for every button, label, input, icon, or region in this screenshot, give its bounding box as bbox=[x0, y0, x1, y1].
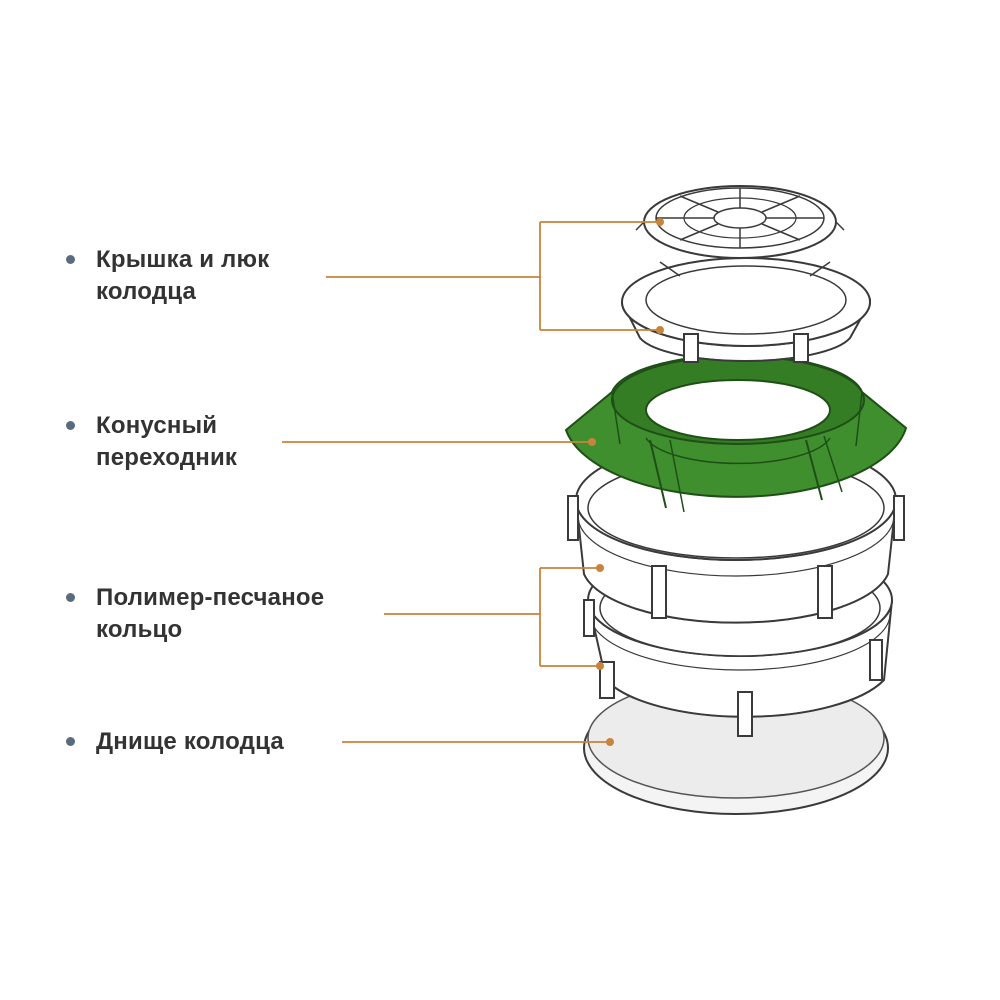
label-lid-line-1: Крышка и люк bbox=[96, 246, 270, 273]
leader-lid bbox=[326, 221, 660, 331]
label-lid-line-2: колодца bbox=[96, 278, 197, 305]
leader-dot bbox=[656, 326, 664, 334]
label-cone-line-2: переходник bbox=[96, 444, 238, 471]
label-cone: Конусный переходник bbox=[96, 410, 237, 474]
leader-dot bbox=[596, 662, 604, 670]
leader-dot bbox=[596, 564, 604, 572]
label-bottom: Днище колодца bbox=[96, 726, 284, 758]
leader-lines bbox=[282, 221, 660, 743]
bullet-ring bbox=[66, 593, 75, 602]
leader-dots bbox=[588, 218, 664, 746]
label-ring-line-1: Полимер-песчаное bbox=[96, 584, 325, 611]
label-lid: Крышка и люк колодца bbox=[96, 244, 269, 308]
bullet-bottom bbox=[66, 737, 75, 746]
label-bottom-line-1: Днище колодца bbox=[96, 728, 284, 755]
cone-adapter bbox=[564, 354, 908, 513]
leader-ring bbox=[384, 567, 600, 667]
bullet-cone bbox=[66, 421, 75, 430]
hatch-frame bbox=[621, 257, 871, 363]
leader-dot bbox=[606, 738, 614, 746]
leader-dot bbox=[656, 218, 664, 226]
bullet-lid bbox=[66, 255, 75, 264]
label-cone-line-1: Конусный bbox=[96, 412, 218, 439]
leader-dot bbox=[588, 438, 596, 446]
label-ring-line-2: кольцо bbox=[96, 616, 183, 643]
lid bbox=[635, 185, 845, 259]
label-ring: Полимер-песчаное кольцо bbox=[96, 582, 324, 646]
